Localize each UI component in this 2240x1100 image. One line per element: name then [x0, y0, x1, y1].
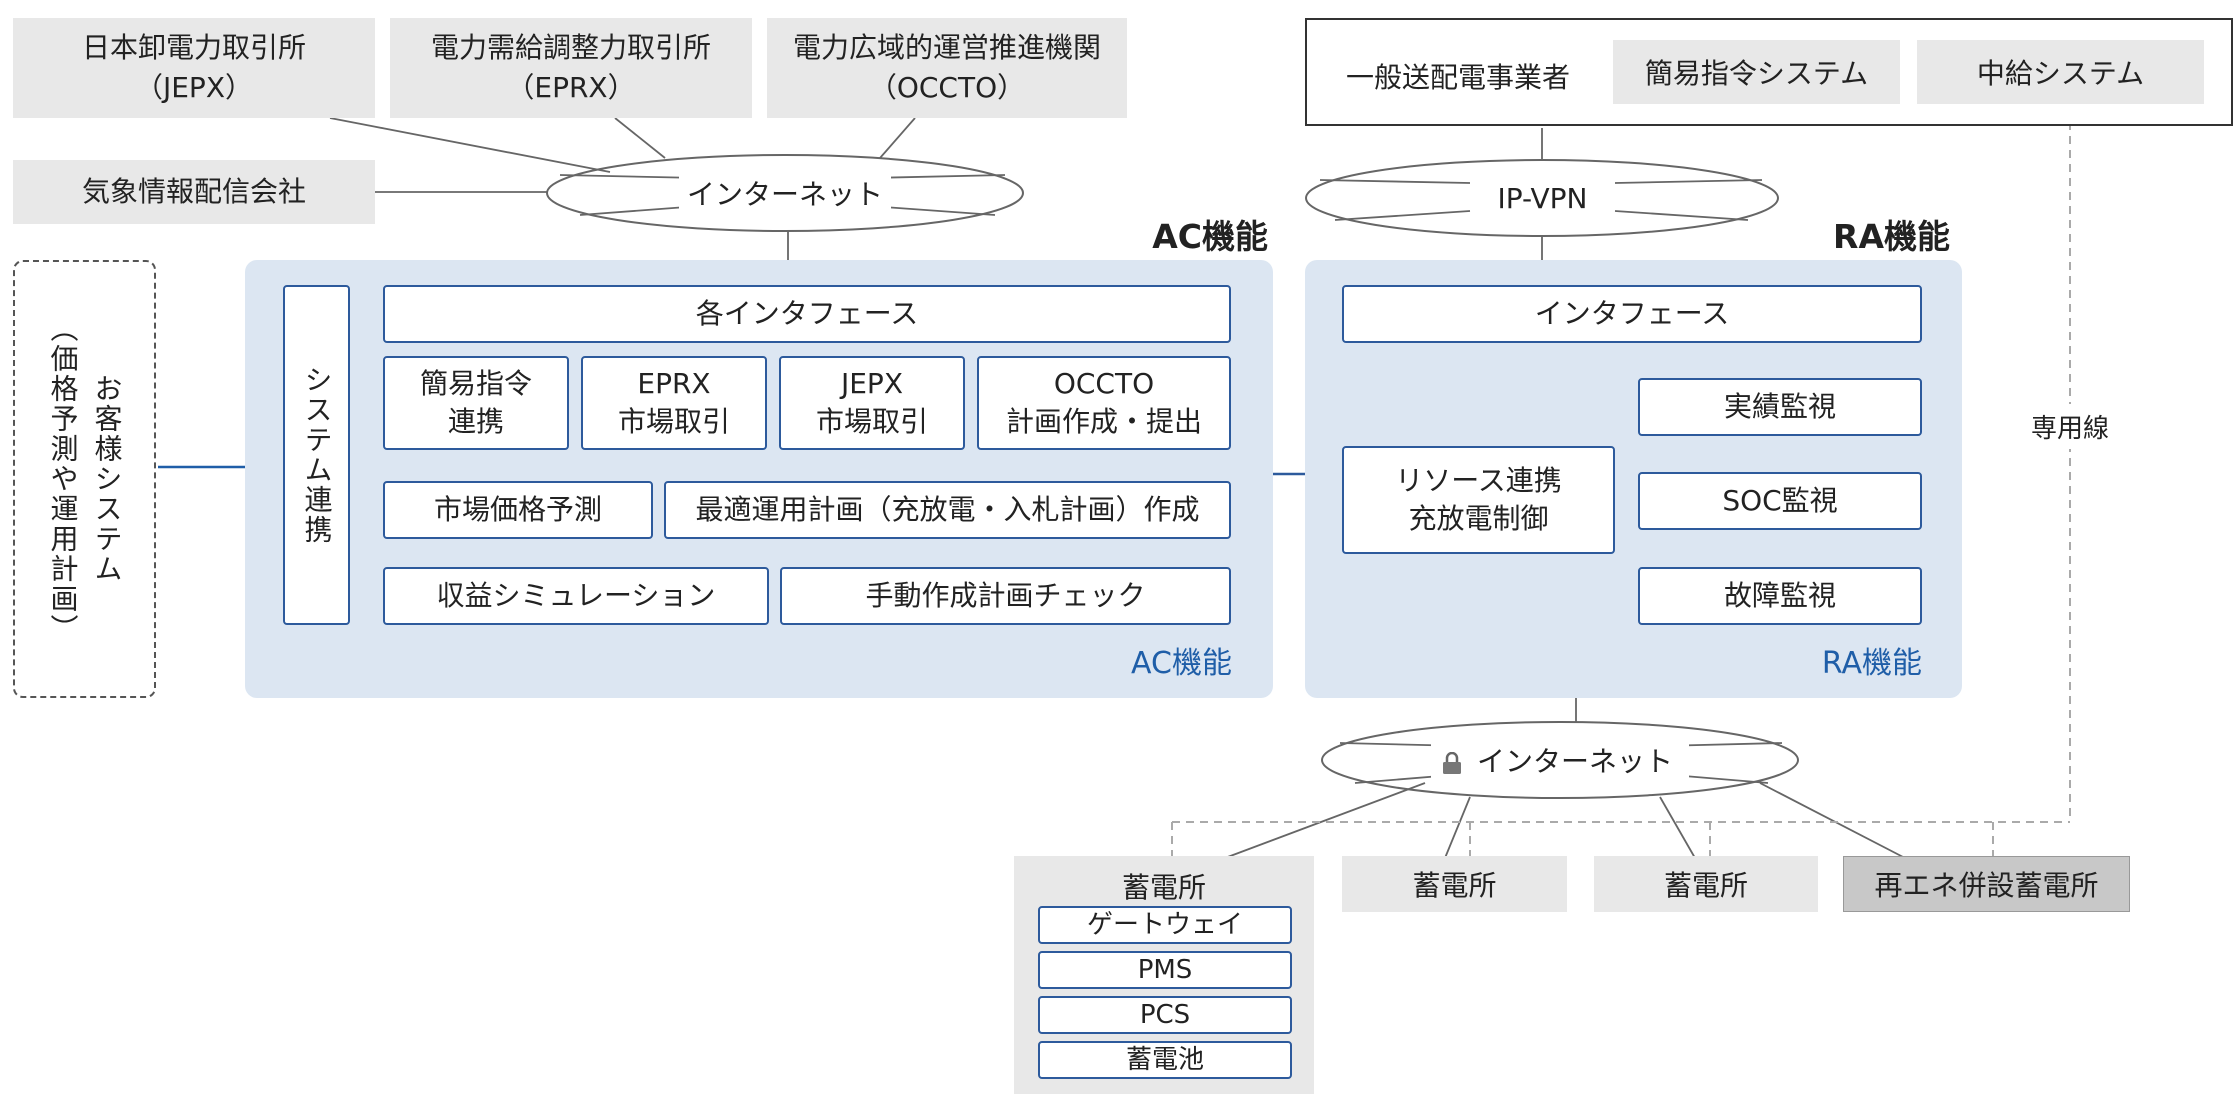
relay-system-box: 中給システム	[1917, 40, 2204, 104]
occto-plan-line1: OCCTO	[1053, 367, 1155, 400]
eprx-name: 電力需給調整力取引所	[430, 31, 711, 64]
customer-system-box: お客様システム （価格予測や運用計画）	[13, 260, 156, 698]
revenue-sim-module: 収益シミュレーション	[383, 567, 769, 625]
station2-box: 蓄電所	[1342, 856, 1567, 912]
simple-cmd-line2: 連携	[447, 405, 504, 438]
occto-box: 電力広域的運営推進機関 （OCCTO）	[767, 18, 1127, 118]
jepx-abbr: （JEPX）	[134, 71, 254, 104]
jepx-name: 日本卸電力取引所	[81, 31, 306, 64]
resource-control-module: リソース連携 充放電制御	[1342, 446, 1615, 554]
ra-heading: RA機能	[1833, 217, 1950, 256]
eprx-box: 電力需給調整力取引所 （EPRX）	[390, 18, 752, 118]
price-forecast-module: 市場価格予測	[383, 481, 653, 539]
ac-interface-module: 各インタフェース	[383, 285, 1231, 343]
internet-bottom-label: インターネット	[1431, 738, 1690, 782]
simple-cmd-module: 簡易指令 連携	[383, 356, 569, 450]
occto-abbr: （OCCTO）	[868, 71, 1026, 104]
ac-heading: AC機能	[1152, 217, 1268, 256]
customer-system-sub: （価格予測や運用計画）	[46, 314, 80, 644]
fault-monitor-module: 故障監視	[1638, 567, 1922, 625]
jepx-market-line2: 市場取引	[815, 405, 928, 438]
jepx-market-module: JEPX 市場取引	[779, 356, 965, 450]
resource-line2: 充放電制御	[1408, 502, 1549, 535]
occto-plan-module: OCCTO 計画作成・提出	[977, 356, 1231, 450]
pms-component: PMS	[1038, 951, 1292, 989]
internet-bottom-text: インターネット	[1469, 745, 1682, 778]
eprx-market-line1: EPRX	[637, 367, 711, 400]
pcs-component: PCS	[1038, 996, 1292, 1034]
simple-cmd-system-box: 簡易指令システム	[1613, 40, 1900, 104]
simple-cmd-line1: 簡易指令	[419, 367, 532, 400]
occto-plan-line2: 計画作成・提出	[1005, 405, 1202, 438]
ipvpn-label: IP-VPN	[1470, 176, 1615, 220]
weather-name: 気象情報配信会社	[81, 175, 306, 208]
jepx-box: 日本卸電力取引所 （JEPX）	[13, 18, 375, 118]
transmission-operator-label: 一般送配電事業者	[1346, 61, 1571, 94]
resource-line1: リソース連携	[1395, 464, 1562, 497]
ra-interface-module: インタフェース	[1342, 285, 1922, 343]
system-link-module: システム連携	[283, 285, 350, 625]
renewable-station-box: 再エネ併設蓄電所	[1843, 856, 2130, 912]
customer-system-title: お客様システム	[90, 374, 124, 584]
internet-top-label: インターネット	[640, 170, 930, 216]
eprx-abbr: （EPRX）	[506, 71, 636, 104]
dedicated-line-label: 専用線	[2025, 404, 2116, 449]
manual-check-module: 手動作成計画チェック	[780, 567, 1231, 625]
ac-label: AC機能	[1131, 646, 1232, 681]
battery-component: 蓄電池	[1038, 1041, 1292, 1079]
lock-icon	[1443, 752, 1461, 774]
ra-label: RA機能	[1821, 646, 1922, 681]
optimal-plan-module: 最適運用計画（充放電・入札計画）作成	[664, 481, 1231, 539]
weather-box: 気象情報配信会社	[13, 160, 375, 224]
eprx-market-module: EPRX 市場取引	[581, 356, 767, 450]
main-station-title: 蓄電所	[1121, 871, 1206, 904]
occto-name: 電力広域的運営推進機関	[792, 31, 1101, 64]
station3-box: 蓄電所	[1594, 856, 1818, 912]
jepx-market-line1: JEPX	[840, 367, 903, 400]
eprx-market-line2: 市場取引	[617, 405, 730, 438]
soc-monitor-module: SOC監視	[1638, 472, 1922, 530]
actual-monitor-module: 実績監視	[1638, 378, 1922, 436]
dedicated-line	[1171, 122, 2071, 858]
gateway-component: ゲートウェイ	[1038, 906, 1292, 944]
